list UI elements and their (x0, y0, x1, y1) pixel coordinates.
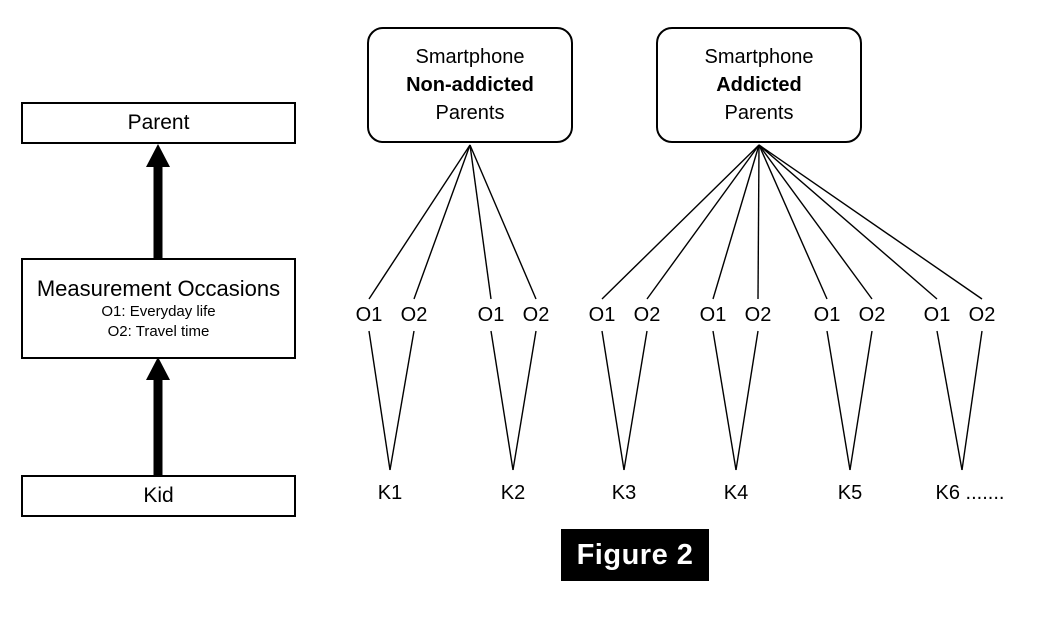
parent-box: Parent (21, 102, 296, 144)
arrow-measurement-to-parent (146, 144, 170, 258)
fan-connector-line (469, 144, 537, 300)
vee-connector-line (961, 330, 983, 471)
vee-connector-line (490, 330, 514, 471)
group-box-line-3: Parents (435, 102, 505, 124)
occasion-label: O2 (633, 304, 661, 326)
fan-connector-line (758, 144, 983, 300)
vee-connector-line (712, 330, 737, 471)
fan-connector-line (758, 144, 828, 300)
fan-connector-line (368, 144, 471, 300)
occasion-label: O2 (744, 304, 772, 326)
occasion-label: O1 (699, 304, 727, 326)
occasion-label: O1 (477, 304, 505, 326)
fan-connector-line (469, 144, 492, 300)
fan-connector-line (758, 144, 938, 300)
kid-label: K6 ....... (935, 482, 1005, 504)
fan-connector-line (646, 144, 760, 300)
fan-connector-line (758, 144, 873, 300)
vee-lines-group (368, 330, 983, 471)
fan-connector-line (712, 144, 760, 300)
vee-connector-line (512, 330, 537, 471)
occasion-label: O2 (968, 304, 996, 326)
vee-connector-line (389, 330, 415, 471)
fan-connector-line (601, 144, 760, 300)
group-box-line-1: Smartphone (704, 46, 814, 68)
occasion-label: O1 (923, 304, 951, 326)
kid-label: K4 (723, 482, 749, 504)
kid-box-label: Kid (143, 484, 174, 507)
fan-connector-line (757, 144, 760, 300)
group-box-non-addicted-parents: Smartphone Non-addicted Parents (367, 27, 573, 143)
figure-caption: Figure 2 (561, 529, 709, 581)
kid-label: K5 (837, 482, 863, 504)
kid-box: Kid (21, 475, 296, 517)
vee-connector-line (849, 330, 873, 471)
fan-lines-group (368, 144, 983, 300)
vee-connector-line (735, 330, 759, 471)
kid-label: K1 (377, 482, 403, 504)
measurement-occasions-title: Measurement Occasions (36, 275, 281, 301)
occasion-label: O2 (858, 304, 886, 326)
group-box-line-1: Smartphone (415, 46, 525, 68)
parent-box-label: Parent (127, 111, 190, 134)
vee-connector-line (601, 330, 625, 471)
occasion-label: O1 (355, 304, 383, 326)
group-box-line-3: Parents (724, 102, 794, 124)
vee-connector-line (368, 330, 391, 471)
kid-label: K3 (611, 482, 637, 504)
measurement-occasion-o2-description: O2: Travel time (107, 322, 210, 340)
measurement-occasion-o1-description: O1: Everyday life (101, 302, 216, 320)
occasion-label: O2 (400, 304, 428, 326)
occasion-label: O2 (522, 304, 550, 326)
vee-connector-line (936, 330, 963, 471)
occasion-label: O1 (588, 304, 616, 326)
kid-label: K2 (500, 482, 526, 504)
figure-caption-text: Figure 2 (576, 538, 694, 571)
occasion-label: O1 (813, 304, 841, 326)
arrow-kid-to-measurement (146, 357, 170, 475)
fan-connector-line (413, 144, 471, 300)
group-box-line-2: Non-addicted (406, 74, 534, 96)
measurement-occasions-box: Measurement Occasions O1: Everyday life … (21, 258, 296, 359)
vee-connector-line (623, 330, 648, 471)
group-box-line-2: Addicted (716, 74, 802, 96)
group-box-addicted-parents: Smartphone Addicted Parents (656, 27, 862, 143)
vee-connector-line (826, 330, 851, 471)
